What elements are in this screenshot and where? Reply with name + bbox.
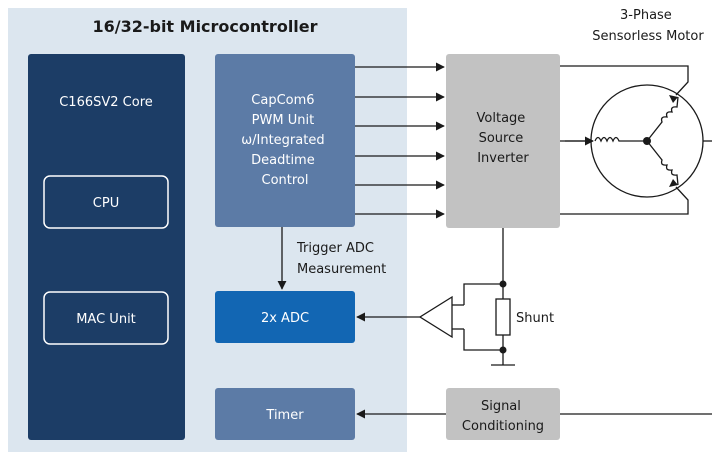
- pwm-signal-arrows: [355, 62, 445, 219]
- mcu-title: 16/32-bit Microcontroller: [92, 17, 317, 36]
- mac-unit-block: [43, 291, 169, 345]
- vsi-line-3: Inverter: [477, 151, 529, 166]
- capcom-line-5: Control: [262, 173, 309, 188]
- timer-block: [215, 388, 355, 440]
- capcom-line-3: ω/Integrated: [241, 133, 324, 148]
- shunt-lower-wire: [463, 329, 503, 351]
- adc-label: 2x ADC: [261, 311, 309, 326]
- star-point: [643, 137, 651, 145]
- cpu-block: [43, 175, 169, 229]
- junction-dot: [499, 346, 507, 354]
- vsi-line-2: Source: [479, 131, 524, 146]
- capcom-label: CapCom6 PWM Unit ω/Integrated Deadtime C…: [241, 93, 329, 188]
- capcom-block: [215, 54, 355, 227]
- vsi-label: Voltage Source Inverter: [477, 111, 530, 166]
- signal-conditioning-label: Signal Conditioning: [462, 399, 544, 434]
- capcom-line-1: CapCom6: [251, 93, 314, 108]
- motor-line-2: Sensorless Motor: [592, 29, 704, 44]
- winding-left: [594, 136, 647, 143]
- vsi-block: [446, 54, 560, 228]
- signal-conditioning-block: [446, 388, 560, 440]
- shunt-resistor: [495, 298, 511, 336]
- trigger-line-2: Measurement: [297, 262, 386, 277]
- trigger-line-1: Trigger ADC: [296, 241, 374, 256]
- mac-unit-label: MAC Unit: [76, 312, 136, 327]
- shunt-label: Shunt: [516, 311, 554, 326]
- motor-label: 3-Phase Sensorless Motor: [592, 8, 704, 44]
- signal-line-2: Conditioning: [462, 419, 544, 434]
- shunt-upper-wire: [463, 283, 503, 305]
- junction-dot: [499, 280, 507, 288]
- winding-bottom: [646, 140, 679, 186]
- vsi-line-1: Voltage: [477, 111, 526, 126]
- winding-arrow-bottom: [669, 179, 678, 187]
- capcom-line-2: PWM Unit: [252, 113, 315, 128]
- op-amp: [418, 295, 453, 339]
- winding-arrow-top: [669, 95, 678, 103]
- adc-block: [215, 291, 355, 343]
- phase-lead-top: [560, 65, 689, 96]
- shunt-circuit: [418, 228, 515, 366]
- winding-top: [646, 96, 679, 142]
- trigger-label: Trigger ADC Measurement: [296, 241, 386, 277]
- motor-symbol: [560, 65, 712, 215]
- cpu-label: CPU: [93, 196, 119, 211]
- timer-label: Timer: [265, 408, 304, 423]
- motor-line-1: 3-Phase: [620, 8, 672, 23]
- signal-line-1: Signal: [481, 399, 521, 414]
- phase-lead-bottom: [560, 186, 689, 215]
- core-label: C166SV2 Core: [59, 95, 153, 110]
- core-block: [28, 54, 185, 440]
- capcom-line-4: Deadtime: [251, 153, 315, 168]
